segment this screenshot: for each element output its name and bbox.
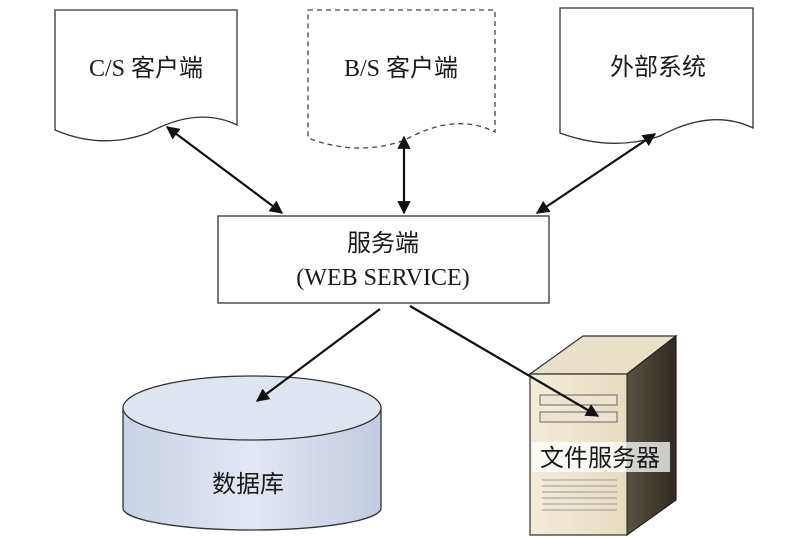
database-cylinder: 数据库 [122, 375, 382, 531]
external-system-label: 外部系统 [610, 54, 706, 81]
file-server-label-bg [532, 442, 670, 472]
bs-client-document: B/S 客户端 [307, 9, 496, 149]
server-box: 服务端 (WEB SERVICE) [217, 215, 550, 304]
arrow-cs-server [165, 126, 284, 214]
file-server-label: 文件服务器 [540, 445, 660, 472]
server-label-line2: (WEB SERVICE) [296, 265, 469, 291]
database-body [122, 407, 382, 531]
arrow-server-fileserver [409, 305, 600, 417]
drive-bay-2 [539, 411, 618, 423]
server-label-line1: 服务端 [347, 230, 419, 257]
connectors [165, 126, 657, 417]
database-top [122, 375, 382, 441]
file-server-tower: 文件服务器 [528, 334, 678, 537]
bs-client-label: B/S 客户端 [344, 55, 458, 82]
server-rect [217, 215, 550, 304]
cs-client-shape [54, 9, 238, 142]
external-system-document: 外部系统 [559, 7, 754, 144]
cs-client-label: C/S 客户端 [89, 55, 203, 82]
arrow-server-database [255, 308, 381, 402]
bs-client-shape [307, 9, 496, 149]
database-label: 数据库 [212, 471, 284, 498]
arrow-external-server [535, 133, 657, 214]
cs-client-document: C/S 客户端 [54, 9, 238, 142]
